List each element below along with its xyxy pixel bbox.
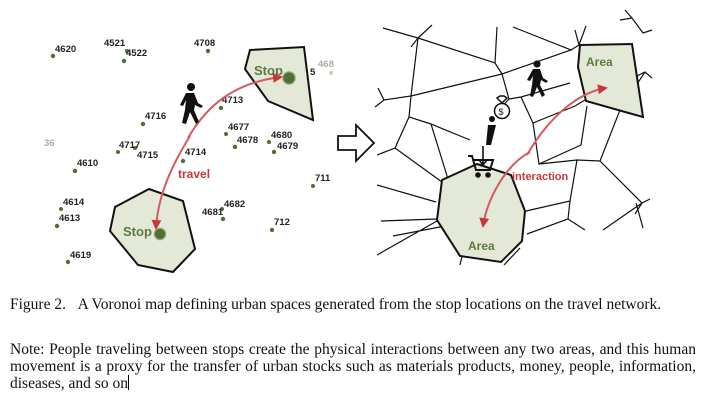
area-label-bottom: Area (468, 239, 495, 253)
travel-arrow-down (151, 135, 191, 230)
right-arrow-icon (337, 122, 376, 164)
stop-zone-top (243, 45, 315, 122)
interaction-label: interaction (512, 171, 569, 183)
stop-id-label: 4680 (271, 130, 292, 141)
stop-label-top: Stop (254, 63, 283, 78)
area-zone-top (576, 42, 645, 119)
stop-dot (65, 259, 71, 265)
area-zone-bottom (435, 162, 527, 264)
stop-zone-bottom (108, 187, 197, 274)
stop-id-label: 4610 (77, 158, 98, 169)
note-text: Note: People traveling between stops cre… (10, 341, 696, 392)
stop-id-label: 4619 (70, 250, 91, 261)
stop-dot (267, 140, 271, 144)
stop-dot (125, 49, 129, 53)
stop-id-label: 4677 (228, 122, 249, 133)
figure-caption-text: A Voronoi map defining urban spaces gene… (77, 296, 662, 313)
pedestrian-icon (180, 83, 203, 124)
stop-id-label: 4713 (222, 95, 243, 106)
voronoi-area-panel (374, 9, 653, 266)
stop-id-label: 4613 (59, 213, 80, 224)
stop-dot (269, 227, 275, 233)
stop-id-label: 4522 (126, 48, 147, 59)
interaction-arrow-down (479, 151, 531, 228)
stop-dot (205, 48, 211, 54)
stop-dot (311, 184, 315, 188)
stop-dot (232, 144, 238, 150)
stop-dots (50, 48, 333, 265)
stop-dot (133, 146, 137, 150)
figure-note: Note: People traveling between stops cre… (10, 341, 696, 392)
figure-caption: Figure 2. A Voronoi map defining urban s… (10, 296, 696, 313)
stop-id-label: 468 (318, 59, 334, 70)
stop-dot (271, 149, 277, 155)
stop-dot (218, 105, 224, 111)
stop-id-label: 711 (315, 173, 331, 184)
shopping-cart-icon (468, 146, 495, 178)
stop-id-label: 4708 (194, 38, 215, 49)
stop-marker-bottom (153, 227, 167, 241)
stop-id-label: 4715 (137, 150, 159, 161)
stop-dot (224, 132, 228, 136)
stop-id-label: 4714 (185, 147, 207, 158)
stop-id-label: 4678 (237, 135, 258, 146)
stop-dot (50, 53, 56, 59)
money-bag-icon: $ (493, 95, 511, 120)
stop-id-label: 4682 (224, 199, 245, 210)
svg-text:$: $ (499, 107, 504, 117)
stop-id-label: 5 (310, 67, 316, 78)
stop-label-bottom: Stop (123, 224, 152, 239)
stop-dot (329, 71, 333, 75)
stop-dot (220, 216, 226, 222)
stop-id-label: 4521 (104, 38, 126, 49)
area-label-top: Area (586, 55, 613, 69)
stop-id-label: 4620 (55, 44, 76, 55)
travel-label: travel (178, 167, 210, 181)
stop-dot (54, 223, 60, 229)
person-info-icon (486, 116, 496, 145)
figure-number: Figure 2. (10, 296, 66, 313)
stop-id-label: 4614 (63, 197, 85, 208)
travel-arrow-up (187, 73, 283, 139)
stop-dot (116, 150, 120, 154)
stop-id-label: 4681 (202, 207, 224, 218)
pedestrian-icon (527, 60, 548, 97)
stop-dot (121, 58, 127, 64)
text-cursor (127, 375, 129, 390)
stop-network-panel: 4620 4521 4522 4708 4716 4713 4677 4678 … (44, 38, 334, 274)
stop-id-label: 4716 (145, 111, 166, 122)
stop-dot (140, 121, 146, 127)
stop-dot (59, 207, 63, 211)
stop-dot (180, 158, 186, 164)
interaction-arrow-up (526, 84, 608, 156)
stop-id-label: 36 (44, 138, 55, 149)
stop-id-label: 4679 (277, 141, 298, 152)
voronoi-figure: 4620 4521 4522 4708 4716 4713 4677 4678 … (44, 9, 653, 274)
stop-dot (72, 168, 78, 174)
stop-id-label: 4717 (119, 140, 140, 151)
stop-dot (220, 207, 224, 211)
stop-labels: 4620 4521 4522 4708 4716 4713 4677 4678 … (44, 38, 334, 261)
stop-id-label: 712 (274, 217, 290, 228)
stop-marker-top (282, 71, 296, 85)
